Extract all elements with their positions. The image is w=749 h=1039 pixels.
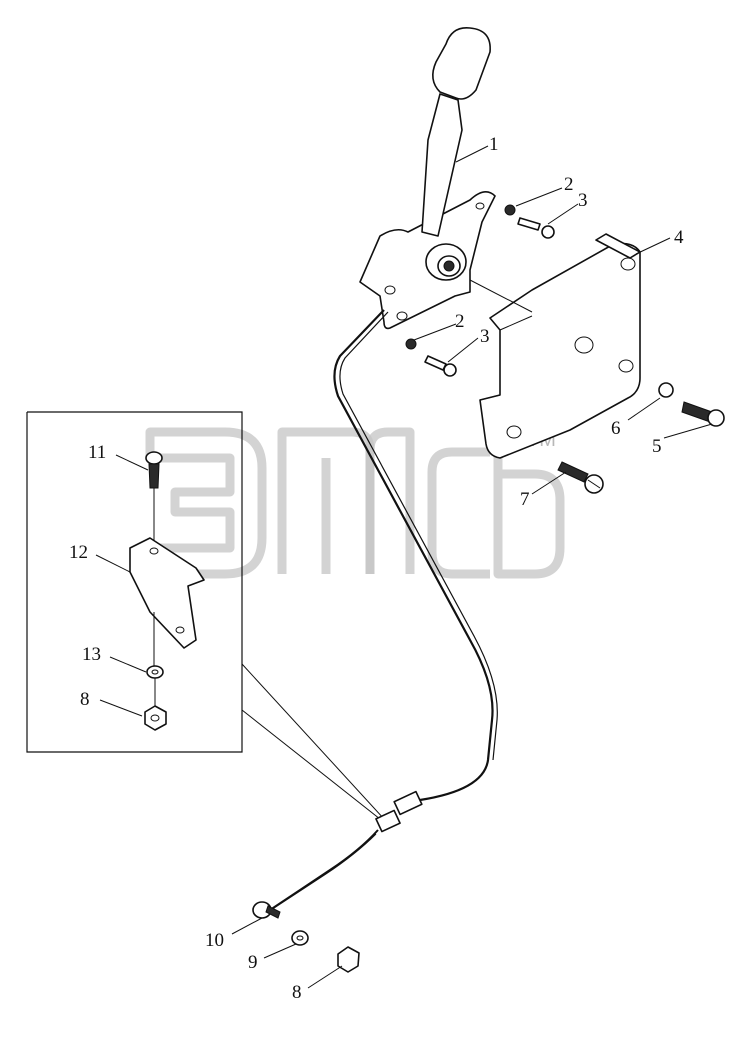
- callout-2-upper: 2: [564, 174, 574, 195]
- callout-9: 9: [248, 952, 258, 973]
- callout-7: 7: [520, 489, 530, 510]
- callout-2-lower: 2: [455, 311, 465, 332]
- watermark-logo: TM: [145, 420, 565, 579]
- bolt-upper: [504, 204, 555, 239]
- washer-9: [291, 930, 309, 946]
- detail-inset-frame: [26, 411, 386, 824]
- callout-10: 10: [205, 930, 224, 951]
- nut-8-bottom: [337, 946, 360, 973]
- callout-12: 12: [69, 542, 88, 563]
- inset-bracket: [129, 537, 205, 668]
- cable-end-fitting: [252, 901, 281, 919]
- callout-6: 6: [611, 418, 621, 439]
- inset-screw: [145, 451, 163, 548]
- shift-lever: [421, 27, 491, 281]
- callout-labels: 1 2 3 4 2 3 6 5 7 11 12 13 8 10 9 8: [69, 134, 684, 1003]
- bolt-5: [658, 382, 725, 427]
- callout-8-inset: 8: [80, 689, 90, 710]
- inset-nut: [144, 705, 167, 731]
- callout-5: 5: [652, 436, 662, 457]
- callout-8-bottom: 8: [292, 982, 302, 1003]
- bolt-7: [557, 461, 604, 494]
- callout-3-lower: 3: [480, 326, 490, 347]
- callout-1: 1: [489, 134, 499, 155]
- callout-3-upper: 3: [578, 190, 588, 211]
- callout-4: 4: [674, 227, 684, 248]
- inset-washer: [146, 665, 164, 708]
- bolt-lower: [405, 338, 457, 377]
- control-cable: [267, 309, 498, 913]
- leader-lines: [95, 145, 713, 989]
- callout-11: 11: [88, 442, 106, 463]
- callout-13: 13: [82, 644, 101, 665]
